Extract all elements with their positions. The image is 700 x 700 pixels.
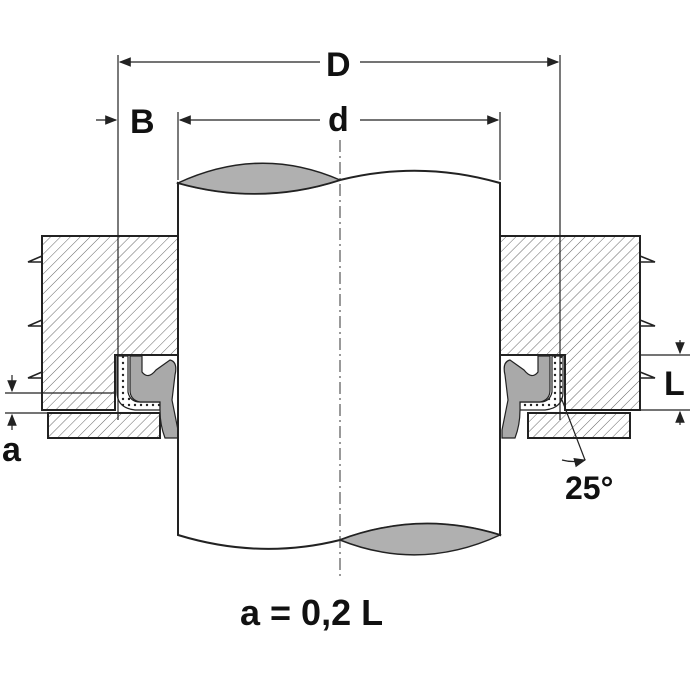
label-length: L [664,365,685,403]
formula-text: a = 0,2 L [240,592,384,633]
label-shaft-diameter: d [328,101,349,139]
shaft [175,140,503,580]
right-seal [501,355,564,439]
shaft-bottom-section [337,522,503,556]
dimension-lines [5,55,690,468]
right-housing [499,235,656,439]
label-outer-diameter: D [326,46,351,84]
label-angle: 25° [565,470,614,506]
left-housing [27,235,179,439]
label-offset: a [2,431,21,469]
label-width: B [130,103,155,141]
